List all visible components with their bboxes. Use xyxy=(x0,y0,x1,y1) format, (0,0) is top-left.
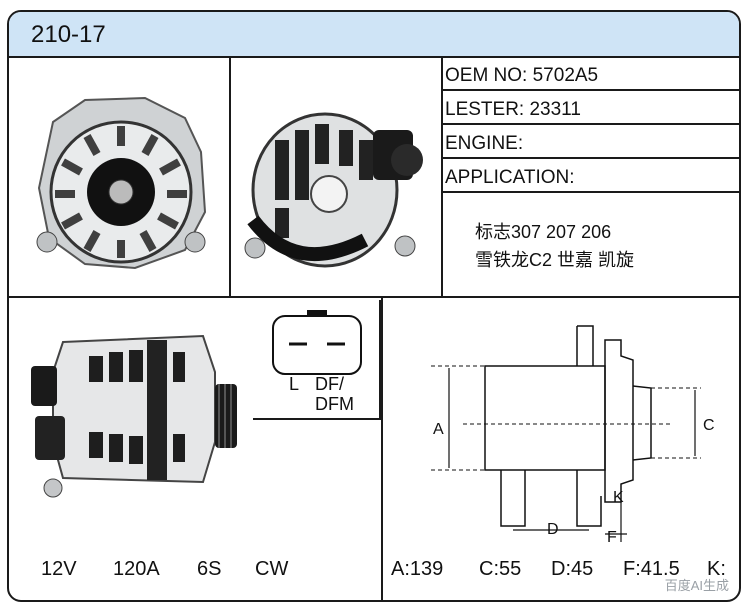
alternator-side-photo xyxy=(31,334,237,498)
header-bar: 210-17 xyxy=(9,12,739,58)
dim-label-c: C xyxy=(703,417,715,434)
dimension-f: F:41.5 xyxy=(623,558,680,580)
divider xyxy=(441,58,443,296)
lester-number: LESTER: 23311 xyxy=(445,99,581,120)
dim-label-f: F xyxy=(607,529,617,546)
rating-pulley: 6S xyxy=(197,558,222,580)
watermark: 百度AI生成 xyxy=(664,578,729,593)
rating-voltage: 12V xyxy=(41,558,77,580)
divider xyxy=(441,191,739,193)
product-card: 210-17 OEM NO: 5702A5 LESTER: 23311 ENGI… xyxy=(7,10,741,602)
divider xyxy=(441,89,739,91)
dim-label-d: D xyxy=(547,521,559,538)
application-line-2: 雪铁龙C2 世嘉 凯旋 xyxy=(475,250,635,270)
connector-label-l: L xyxy=(289,374,300,394)
model-number: 210-17 xyxy=(31,21,106,48)
divider xyxy=(381,296,383,600)
connector-plug-icon xyxy=(272,310,362,375)
rating-amperage: 120A xyxy=(113,558,160,580)
rating-rotation: CW xyxy=(255,558,289,580)
oem-number: OEM NO: 5702A5 xyxy=(445,65,599,86)
dimension-k: K: xyxy=(707,558,726,580)
dim-label-k: K xyxy=(613,489,624,506)
alternator-rear-photo xyxy=(244,112,423,268)
dimension-c: C:55 xyxy=(479,558,522,580)
engine-label: ENGINE: xyxy=(445,133,524,154)
divider xyxy=(441,123,739,125)
divider xyxy=(9,296,739,298)
connector-label-dfm: DFM xyxy=(315,394,354,414)
application-label: APPLICATION: xyxy=(445,167,575,188)
alternator-front-photo xyxy=(36,96,207,270)
application-line-1: 标志307 207 206 xyxy=(475,222,612,242)
dim-label-a: A xyxy=(433,421,444,438)
connector-panel: L DF/ DFM xyxy=(253,300,381,420)
divider xyxy=(229,58,231,296)
dimension-d: D:45 xyxy=(551,558,594,580)
connector-label-df: DF/ xyxy=(315,374,344,394)
divider xyxy=(441,157,739,159)
dimension-drawing: A C D F K xyxy=(431,325,715,546)
dimension-a: A:139 xyxy=(391,558,444,580)
